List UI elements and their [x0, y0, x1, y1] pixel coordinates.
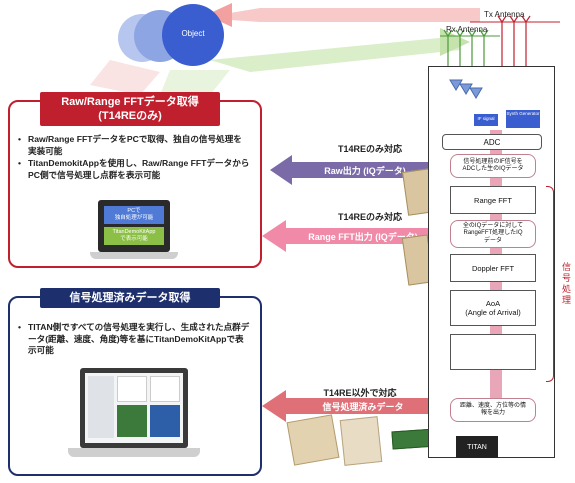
laptop-raw-base	[90, 252, 178, 259]
processed-data-bullets: TITAN側ですべての信号処理を実行し、生成された点群データ(距離、速度、角度)…	[18, 322, 250, 358]
laptop-processed-base	[68, 448, 200, 457]
laptop-processed-app-window	[85, 373, 183, 443]
laptop-raw-screen-bottom: TitanDemoKitApp で表示可能	[104, 227, 164, 245]
fft-arrow-text: Range FFT出力 (IQデータ)	[308, 232, 418, 242]
aoa-box: AoA (Angle of Arrival)	[450, 290, 536, 326]
signal-processing-bracket	[546, 186, 554, 382]
processed-data-panel-title: 信号処理済みデータ取得	[40, 288, 220, 308]
raw-data-bullets: Raw/Range FFTデータをPCで取得、独自の信号処理を実装可能 Tita…	[18, 134, 250, 182]
if-signal-label: IF signal	[477, 116, 495, 121]
synth-label: Synth Generator	[506, 111, 540, 116]
rx-antenna-label: Rx Antenna	[446, 25, 488, 34]
raw-iq-note: 信号処理前のIF信号を ADCした生のIQデータ	[450, 154, 536, 178]
board-image-3	[286, 414, 340, 466]
raw-arrow-text: Raw出力 (IQデータ)	[324, 166, 406, 176]
tx-antenna-label: Tx Antenna	[484, 10, 525, 19]
board-image-4	[339, 416, 383, 466]
titan-chip: TITAN	[456, 436, 498, 458]
raw-bullet-1: Raw/Range FFTデータをPCで取得、独自の信号処理を実装可能	[18, 134, 250, 157]
processed-bullet-1: TITAN側ですべての信号処理を実行し、生成された点群データ(距離、速度、角度)…	[18, 322, 250, 357]
raw-bullet-2: TitanDemokitAppを使用し、Raw/Range FFTデータからPC…	[18, 158, 250, 181]
range-fft-note: 全のIQデータに対して RangeFFT処理したIQ データ	[450, 220, 536, 248]
object-label: Object	[181, 29, 205, 38]
doppler-fft-box: Doppler FFT	[450, 254, 536, 282]
rf-frontend-graphic	[449, 79, 540, 128]
raw-arrow-caption: T14REのみ対応	[337, 144, 402, 154]
signal-processing-vertical-label: 信号処理	[561, 262, 571, 306]
processed-arrow-caption: T14RE以外で対応	[323, 388, 397, 398]
radar-wave-graphic	[90, 3, 560, 95]
raw-data-panel-title: Raw/Range FFTデータ取得 (T14REのみ)	[40, 92, 220, 126]
range-fft-box: Range FFT	[450, 186, 536, 214]
extra-processing-box	[450, 334, 536, 370]
fft-arrow-caption: T14REのみ対応	[337, 212, 402, 222]
laptop-raw-screen-top: PCで 独自処理が可能	[104, 206, 164, 224]
adc-box: ADC	[442, 134, 542, 150]
processed-arrow-text: 信号処理済みデータ	[322, 402, 404, 412]
output-note: 距離、速度、方位等の情 報を出力	[450, 398, 536, 422]
object-circle	[162, 4, 224, 66]
rf-frontend	[440, 74, 546, 130]
